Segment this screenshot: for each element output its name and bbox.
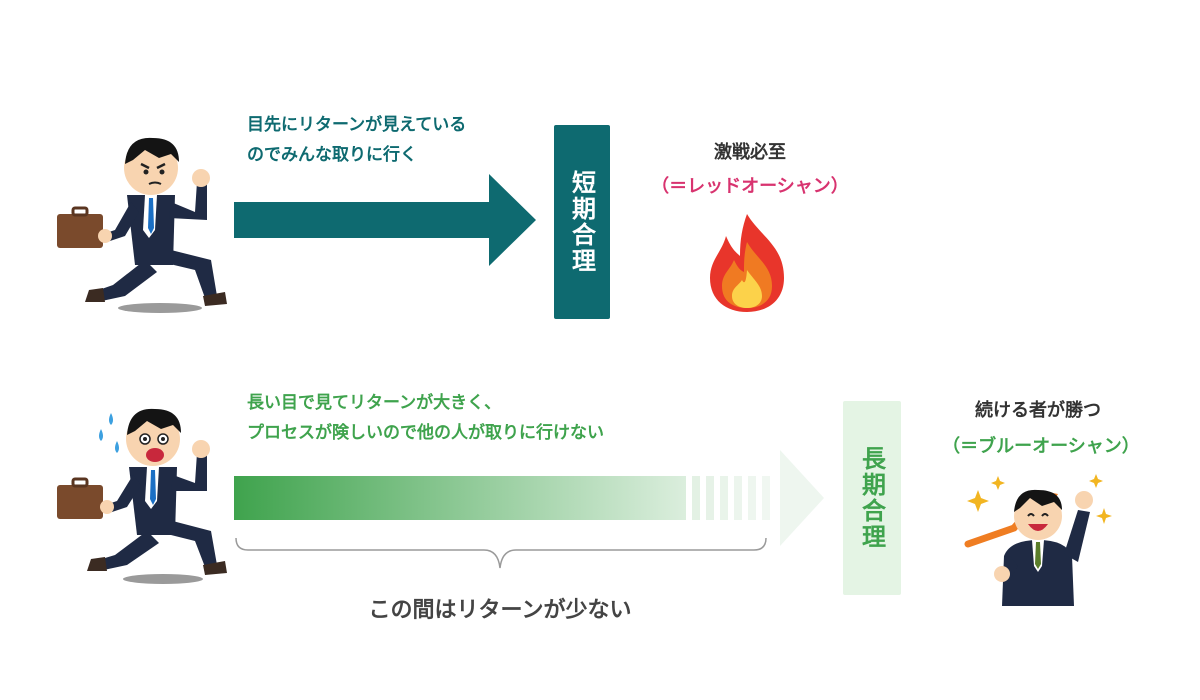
- short-term-label-box: 短期合理: [554, 125, 610, 319]
- celebrating-businessman-icon: [964, 474, 1112, 606]
- long-term-description-line1: 長い目で見てリターンが大きく、: [247, 393, 502, 413]
- worried-running-businessman-icon: [57, 408, 227, 584]
- long-term-description: 長い目で見てリターンが大きく、 プロセスが険しいので他の人が取りに行けない: [247, 388, 807, 448]
- long-term-description-line2: プロセスが険しいので他の人が取りに行けない: [247, 423, 604, 443]
- running-businessman-icon: [57, 137, 227, 313]
- long-term-arrow: [234, 450, 824, 546]
- short-term-result-title: 激戦必至: [714, 142, 786, 163]
- short-term-result-subtitle: （＝レッドオーシャン）: [651, 176, 849, 197]
- fire-icon: [710, 214, 784, 312]
- short-term-description-line2: のでみんな取りに行く: [247, 145, 417, 165]
- short-term-arrow: [234, 174, 536, 266]
- short-term-description-line1: 目先にリターンが見えている: [247, 115, 467, 135]
- long-term-result-subtitle: （＝ブルーオーシャン）: [942, 436, 1140, 457]
- long-term-label-box: 長期合理: [843, 401, 901, 595]
- return-gap-brace: [235, 537, 767, 569]
- long-term-result-title: 続ける者が勝つ: [975, 400, 1101, 421]
- return-gap-caption: この間はリターンが少ない: [368, 598, 632, 623]
- short-term-description: 目先にリターンが見えている のでみんな取りに行く: [247, 110, 547, 170]
